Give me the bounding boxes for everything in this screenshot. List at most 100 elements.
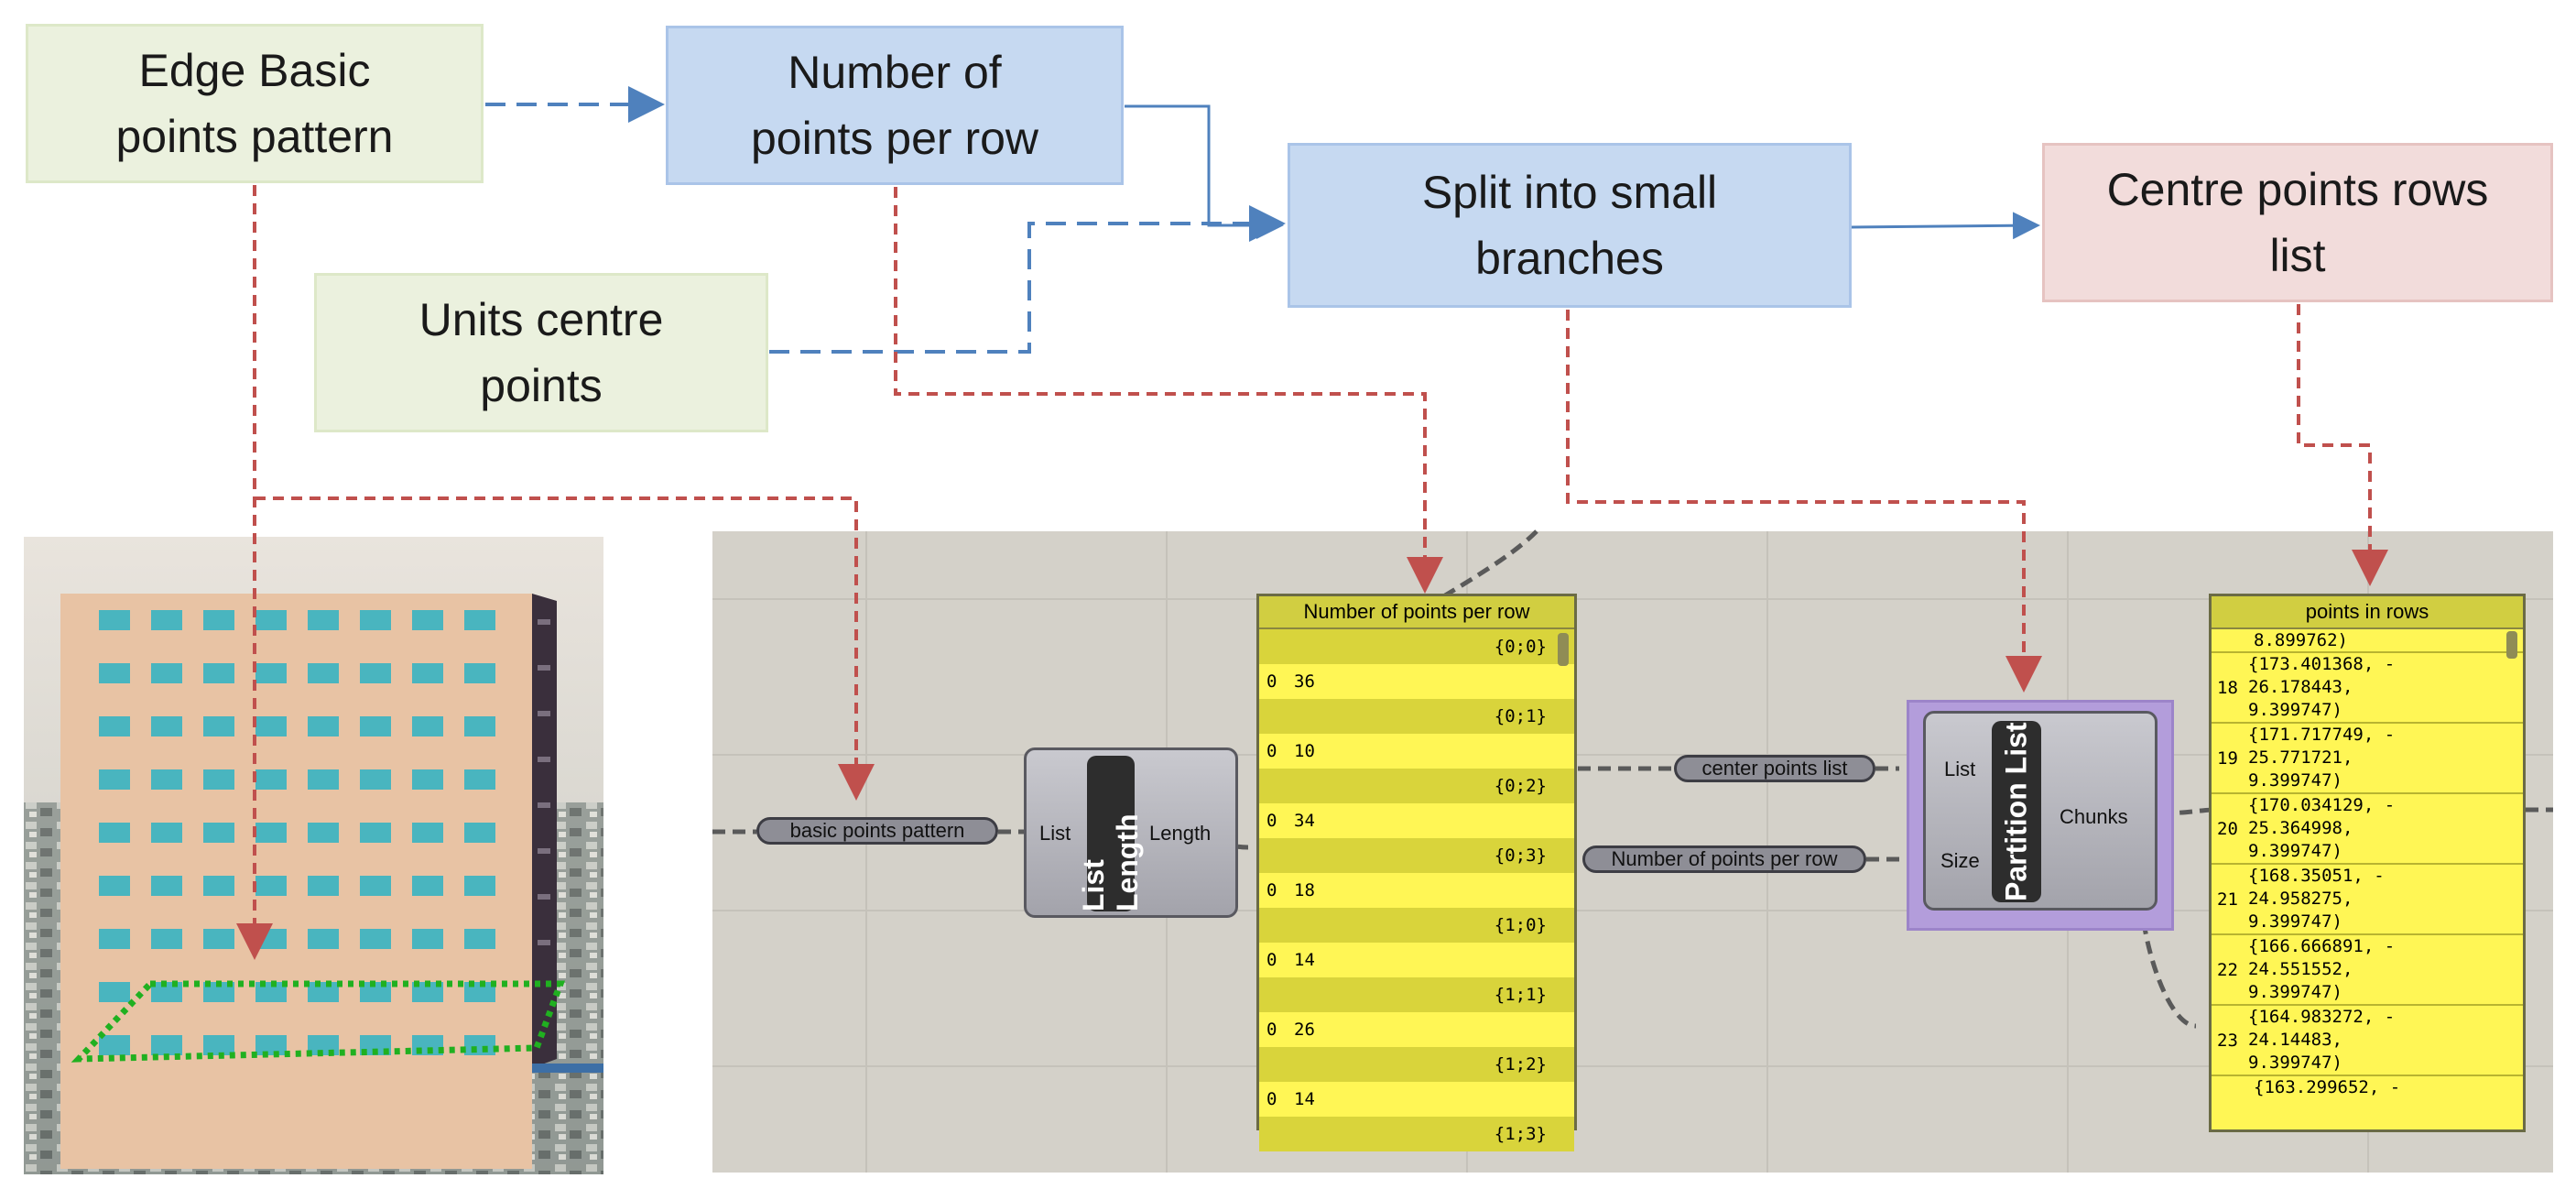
building-window xyxy=(308,982,339,1002)
list-length-output-length[interactable]: Length xyxy=(1149,822,1212,845)
panel-points-in-rows[interactable]: points in rows 8.899762) 18{173.401368, … xyxy=(2209,594,2526,1132)
param-center-points-list[interactable]: center points list xyxy=(1674,755,1875,782)
param-basic-points-pattern[interactable]: basic points pattern xyxy=(756,817,998,845)
building-window xyxy=(203,716,234,736)
building-window xyxy=(464,876,495,896)
building-window xyxy=(464,929,495,949)
panel-count-path-cutoff: {1;3} xyxy=(1259,1117,1574,1151)
building-window xyxy=(99,982,130,1002)
param-number-of-points-per-row[interactable]: Number of points per row xyxy=(1582,845,1866,873)
building-window xyxy=(464,769,495,790)
arrow-units-to-split xyxy=(769,205,1286,354)
panel-points-value-line: 9.399747) xyxy=(2248,700,2342,720)
panel-count-path: {1;2} xyxy=(1259,1047,1574,1082)
panel-points-item: 22{166.666891, -24.551552,9.399747) xyxy=(2212,933,2523,1004)
building-window xyxy=(308,610,339,630)
grasshopper-canvas[interactable]: basic points pattern List List Length Le… xyxy=(712,529,2553,1173)
panel-points-value: {173.401368, -26.178443,9.399747) xyxy=(2248,653,2523,722)
building-window xyxy=(255,823,287,843)
box-split-into-small-branches: Split into small branches xyxy=(1288,143,1852,308)
building-render-svg xyxy=(24,537,603,1174)
panel-points-value-line: {171.717749, - xyxy=(2248,725,2396,745)
building-render-image xyxy=(24,537,603,1174)
partition-list-component[interactable]: List Size Partition List Chunks xyxy=(1923,711,2158,911)
panel-points-value: {166.666891, -24.551552,9.399747) xyxy=(2248,935,2523,1004)
building-window xyxy=(151,876,182,896)
panel-points-top-line: 8.899762) xyxy=(2254,630,2348,650)
panel-points-index: 18 xyxy=(2217,677,2238,698)
partition-list-output-chunks[interactable]: Chunks xyxy=(2060,805,2128,828)
panel-points-value-line: 24.551552, xyxy=(2248,959,2353,979)
panel-points-index: 23 xyxy=(2217,1030,2238,1051)
building-window xyxy=(151,769,182,790)
panel-points-scrollbar[interactable] xyxy=(2506,631,2517,659)
panel-points-value: {168.35051, -24.958275,9.399747) xyxy=(2248,865,2523,933)
building-window xyxy=(308,769,339,790)
building-window xyxy=(412,663,443,683)
panel-count-index: 0 xyxy=(1266,741,1277,761)
building-window xyxy=(99,823,130,843)
building-window xyxy=(464,716,495,736)
panel-points-value-line: {173.401368, - xyxy=(2248,654,2396,674)
panel-count-title: Number of points per row xyxy=(1259,596,1574,629)
list-length-input-list[interactable]: List xyxy=(1039,822,1071,845)
building-window xyxy=(464,663,495,683)
panel-points-index: 22 xyxy=(2217,959,2238,980)
panel-points-value-line: 24.958275, xyxy=(2248,889,2353,909)
building-window xyxy=(203,769,234,790)
panel-points-rows: 18 {173.401368, -26.178443,9.399747) 19 {17… xyxy=(2212,651,2523,1075)
arrow-number-to-split xyxy=(1125,104,1284,239)
panel-points-value-line: {170.034129, - xyxy=(2248,795,2396,815)
building-window xyxy=(151,716,182,736)
box-edge-basic-points-pattern: Edge Basic points pattern xyxy=(26,24,484,183)
panel-points-value-line: 9.399747) xyxy=(2248,1053,2342,1073)
partition-list-input-size[interactable]: Size xyxy=(1940,849,1980,872)
building-window xyxy=(360,823,391,843)
box-centre-points-rows-list: Centre points rows list xyxy=(2042,143,2553,302)
panel-points-value: {171.717749, -25.771721,9.399747) xyxy=(2248,724,2523,792)
building-window xyxy=(464,1035,495,1055)
panel-count-path: {0;3} xyxy=(1259,838,1574,873)
panel-points-value-line: 9.399747) xyxy=(2248,982,2342,1002)
list-length-component[interactable]: List List Length Length xyxy=(1024,747,1238,918)
partition-list-title: Partition List xyxy=(1992,721,2041,902)
building-window xyxy=(203,1035,234,1055)
panel-points-index: 19 xyxy=(2217,747,2238,769)
panel-count-scrollbar[interactable] xyxy=(1558,633,1569,666)
building-window xyxy=(255,663,287,683)
building-window xyxy=(412,769,443,790)
partition-list-input-list[interactable]: List xyxy=(1944,758,1976,780)
building-window xyxy=(99,663,130,683)
panel-count-path: {0;2} xyxy=(1259,769,1574,803)
building-window xyxy=(360,716,391,736)
panel-points-value-line: {168.35051, - xyxy=(2248,866,2385,886)
panel-points-item: 23{164.983272, -24.14483,9.399747) xyxy=(2212,1004,2523,1075)
panel-points-item: 19 {171.717749, -25.771721,9.399747) xyxy=(2212,722,2523,792)
panel-count-path: {1;1} xyxy=(1259,977,1574,1012)
building-window xyxy=(203,876,234,896)
building-window xyxy=(99,1035,130,1055)
building-window xyxy=(151,610,182,630)
panel-points-item: 20{170.034129, -25.364998,9.399747) xyxy=(2212,792,2523,863)
panel-count-path: {0;0} xyxy=(1259,629,1574,664)
box-units-centre-points: Units centre points xyxy=(314,273,768,432)
building-window xyxy=(203,982,234,1002)
panel-points-value: {170.034129, -25.364998,9.399747) xyxy=(2248,794,2523,863)
building-window xyxy=(360,663,391,683)
building-window xyxy=(255,769,287,790)
building-window xyxy=(360,610,391,630)
panel-points-index: 21 xyxy=(2217,889,2238,910)
building-window xyxy=(203,823,234,843)
building-window xyxy=(412,716,443,736)
panel-count-value: 14 xyxy=(1294,1089,1315,1109)
building-window xyxy=(99,716,130,736)
building-window xyxy=(99,769,130,790)
panel-points-value-line: 9.399747) xyxy=(2248,770,2342,791)
building-window xyxy=(412,876,443,896)
panel-points-value-line: 25.771721, xyxy=(2248,747,2353,768)
